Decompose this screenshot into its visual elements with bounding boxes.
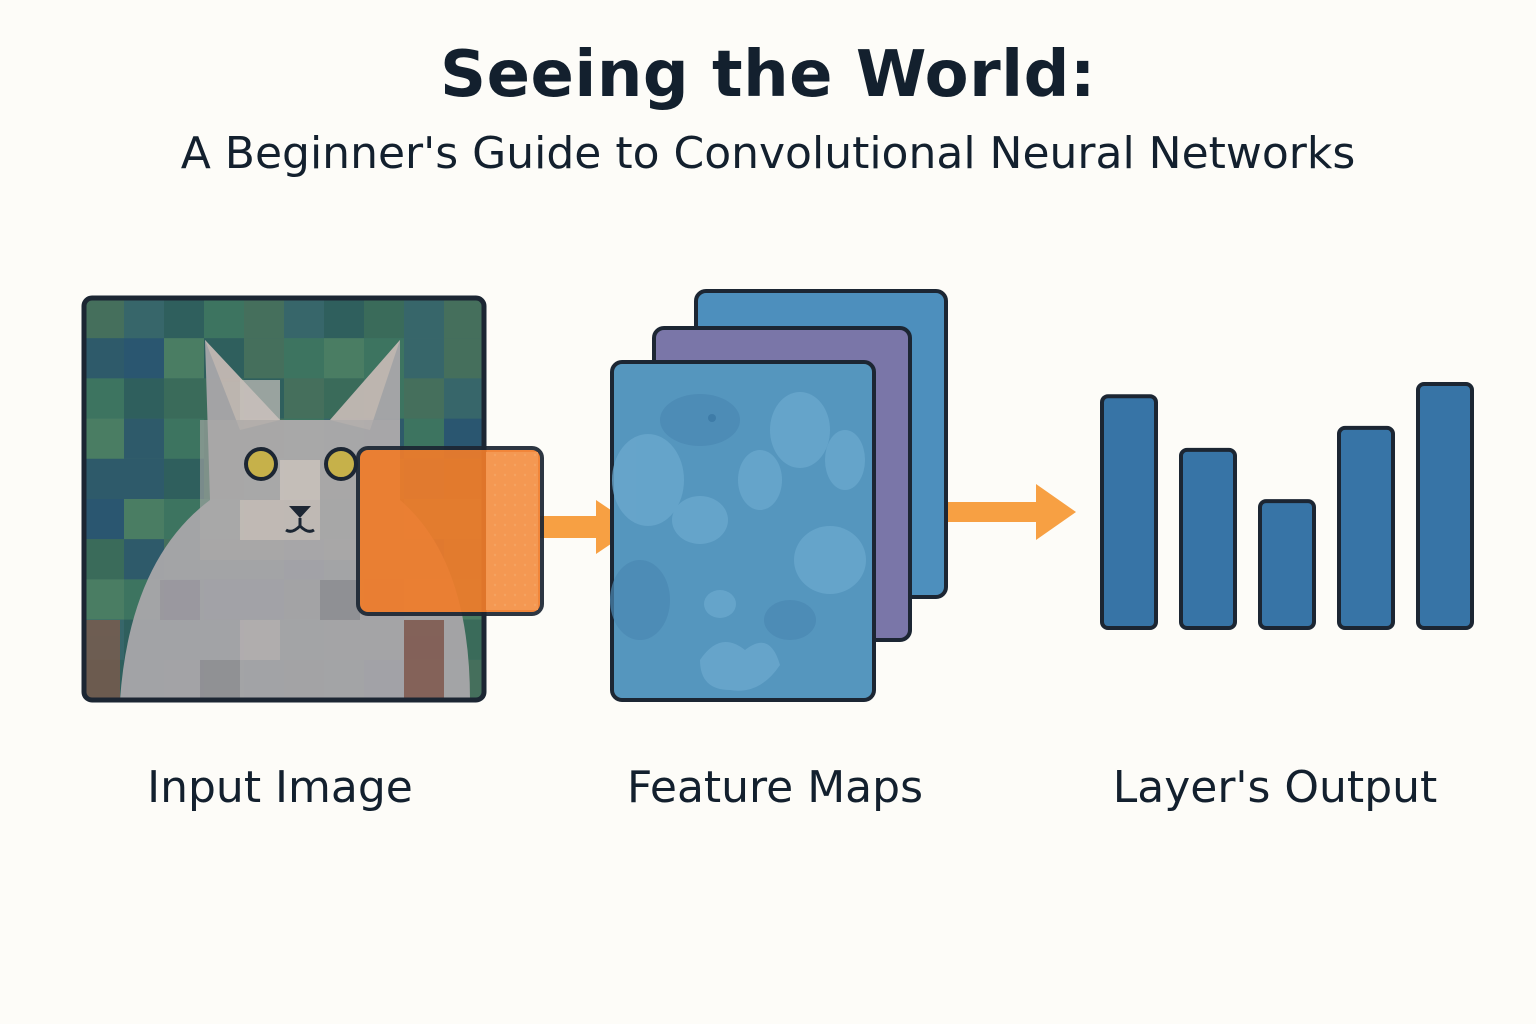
- pixel-tile: [244, 298, 284, 339]
- feature-maps-label: Feature Maps: [626, 762, 924, 813]
- pixel-tile: [444, 378, 484, 419]
- feature-maps-stack: [610, 289, 948, 702]
- pixel-tile: [84, 539, 124, 580]
- output-bar: [1337, 425, 1395, 631]
- pixel-tile: [404, 298, 444, 339]
- pixel-tile: [84, 579, 124, 620]
- pixel-tile: [284, 298, 324, 339]
- convolution-filter: [356, 446, 544, 616]
- subtitle: A Beginner's Guide to Convolutional Neur…: [180, 128, 1356, 179]
- pixel-tile: [404, 378, 444, 419]
- pixel-tile: [444, 298, 484, 339]
- pixel-tile: [364, 298, 404, 339]
- pixel-tile: [164, 458, 204, 499]
- feature-map-front: [610, 360, 876, 702]
- output-bar-chart: [1100, 382, 1474, 631]
- input-image: [81, 295, 487, 703]
- pixel-tile: [124, 378, 164, 419]
- pixel-tile: [324, 298, 364, 339]
- pixel-tile: [164, 418, 204, 459]
- pixel-tile: [124, 418, 164, 459]
- main-title: Seeing the World:: [439, 38, 1097, 112]
- pixel-tile: [124, 458, 164, 499]
- output-bar: [1416, 382, 1474, 630]
- output-bar: [1179, 447, 1237, 630]
- cat-nose: [289, 506, 311, 518]
- pixel-tile: [444, 338, 484, 379]
- pixel-tile: [284, 378, 324, 419]
- pixel-tile: [84, 298, 124, 339]
- pixel-tile: [324, 338, 364, 379]
- pixel-tile: [84, 458, 124, 499]
- pixel-tile: [204, 298, 244, 339]
- pixel-tile: [84, 378, 124, 419]
- pixel-tile: [244, 338, 284, 379]
- arrow-to-output: [948, 484, 1076, 540]
- input-image-label: Input Image: [147, 762, 413, 813]
- output-bar: [1100, 394, 1158, 631]
- layer-output-label: Layer's Output: [1112, 762, 1438, 813]
- pixel-tile: [84, 418, 124, 459]
- pixel-tile: [124, 338, 164, 379]
- pixel-tile: [284, 338, 324, 379]
- pixel-tile: [164, 378, 204, 419]
- output-bar: [1258, 499, 1316, 630]
- pixel-tile: [84, 499, 124, 540]
- pixel-tile: [164, 338, 204, 379]
- cat-eye-right: [324, 447, 358, 481]
- pixel-tile: [84, 338, 124, 379]
- pixel-tile: [124, 298, 164, 339]
- pixel-tile: [124, 499, 164, 540]
- cat-eye-left: [244, 447, 278, 481]
- pixel-tile: [164, 298, 204, 339]
- pixel-tile: [404, 338, 444, 379]
